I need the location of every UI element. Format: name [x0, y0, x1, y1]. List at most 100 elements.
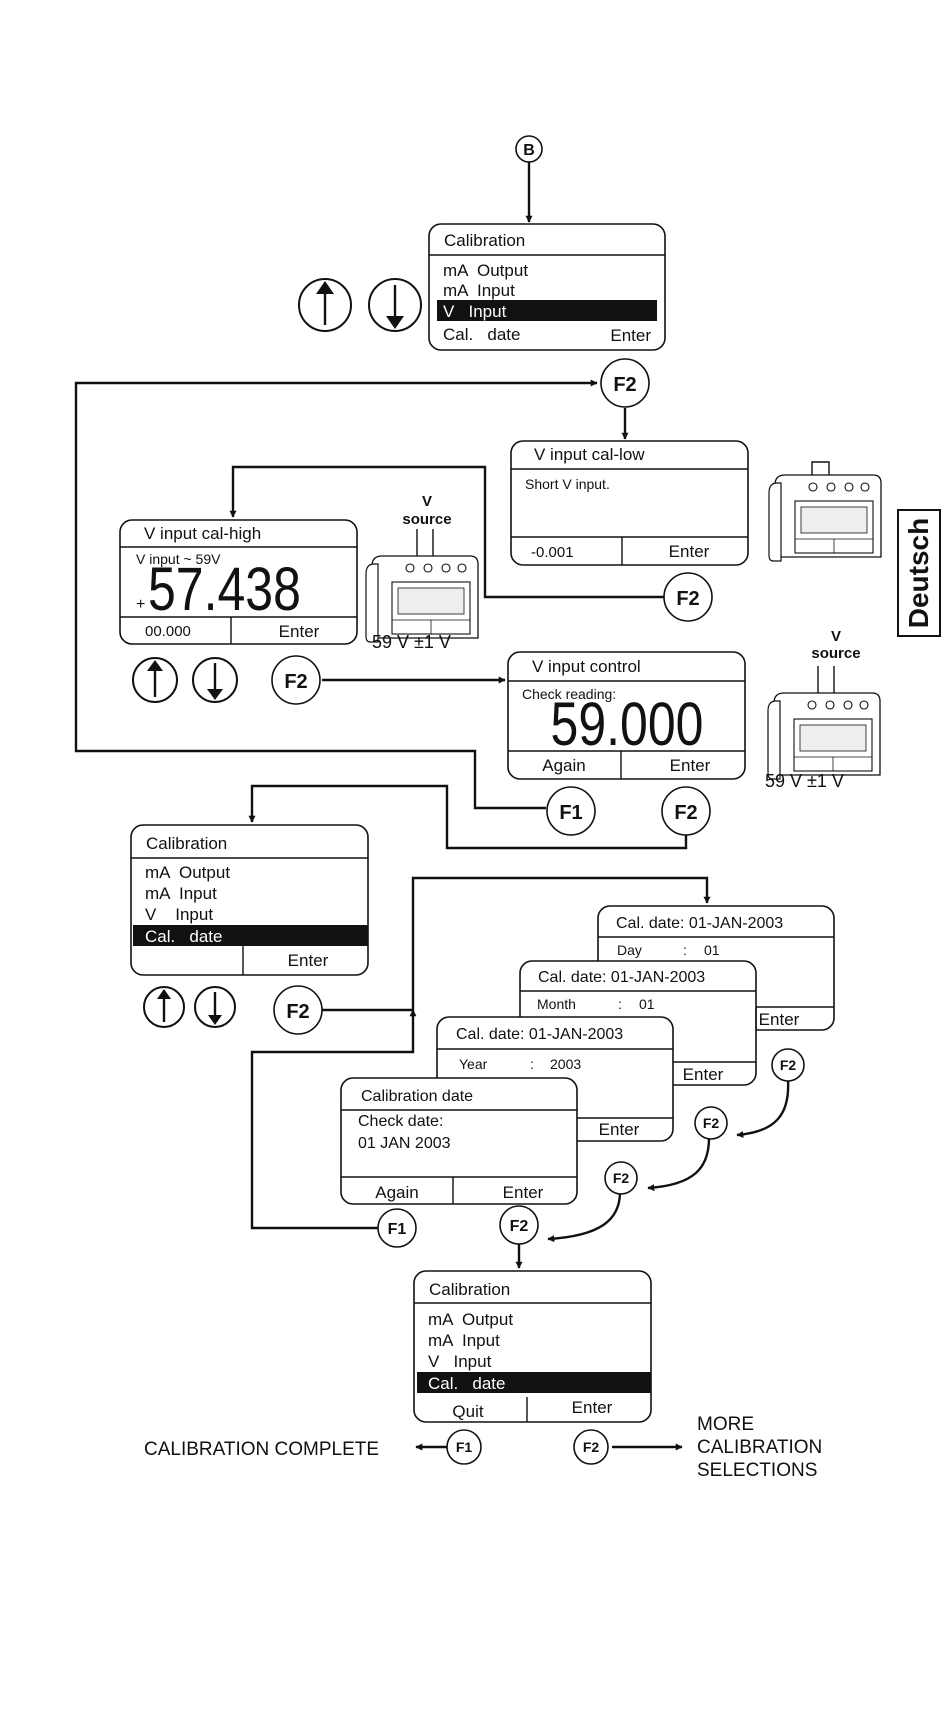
footer-enter: Enter: [503, 1183, 544, 1202]
more-selections-line-2: CALIBRATION: [697, 1437, 822, 1458]
field-label: Month: [537, 996, 576, 1012]
screen-v-input-cal-high: V input cal-high V input ~ 59V + 57.438 …: [119, 519, 358, 645]
svg-text:F1: F1: [388, 1221, 407, 1238]
language-tab-label: Deutsch: [903, 517, 934, 629]
menu-item-v-input: V Input: [428, 1352, 492, 1371]
menu-item-ma-output: mA Output: [145, 863, 230, 882]
menu-item-ma-output: mA Output: [428, 1310, 513, 1329]
screen-title: Cal. date: 01-JAN-2003: [538, 969, 705, 986]
down-key: [194, 986, 236, 1028]
up-key: [143, 986, 185, 1028]
arrow-f1-again-loop: [74, 379, 598, 810]
reading-value: 57.438: [148, 555, 301, 623]
screen-title: Calibration: [444, 231, 525, 250]
source-label: source: [402, 511, 451, 528]
f2-key: F2: [271, 655, 321, 705]
down-key: [368, 278, 422, 332]
menu-item-ma-input: mA Input: [428, 1331, 500, 1350]
up-key: [132, 657, 178, 703]
v-source-2: V source 59 V ±1 V: [765, 628, 881, 791]
screen-calibration-1: Calibration mA Output mA Input V Input C…: [428, 223, 666, 351]
screen-v-input-control: V input control Check reading: 59.000 Ag…: [507, 651, 746, 780]
f2-key: F2: [573, 1429, 609, 1465]
connector-b-label: B: [523, 142, 535, 159]
footer-enter: Enter: [683, 1065, 724, 1084]
svg-text:F2: F2: [674, 802, 697, 824]
screen-title: Cal. date: 01-JAN-2003: [616, 915, 783, 932]
source-1-leads: [416, 529, 434, 560]
source-label-v: V: [422, 493, 432, 510]
menu-item-ma-input: mA Input: [443, 281, 515, 300]
menu-item-ma-input: mA Input: [145, 884, 217, 903]
more-selections-line-3: SELECTIONS: [697, 1460, 817, 1481]
svg-text:F2: F2: [583, 1439, 600, 1455]
field-sep: :: [618, 996, 622, 1012]
source-label: source: [811, 645, 860, 662]
menu-item-cal-date-selected: Cal. date: [428, 1374, 506, 1393]
footer-quit: Quit: [452, 1402, 483, 1421]
f2-key: F2: [694, 1106, 728, 1140]
field-value: 01: [704, 942, 720, 958]
connector-b: B: [515, 135, 543, 163]
footer-enter: Enter: [610, 326, 651, 345]
menu-item-ma-output: mA Output: [443, 261, 528, 280]
screen-calibration-3: Calibration mA Output mA Input V Input C…: [413, 1270, 652, 1423]
screen-title: Calibration: [429, 1280, 510, 1299]
arrow-month-f2-to-year: [647, 1137, 711, 1192]
field-value: 2003: [550, 1056, 581, 1072]
screen-calibration-date: Calibration date Check date: 01 JAN 2003…: [340, 1077, 673, 1205]
language-tab-deutsch: Deutsch: [897, 509, 941, 637]
svg-text:F1: F1: [559, 802, 582, 824]
svg-text:F2: F2: [284, 671, 307, 693]
footer-value: -0.001: [531, 544, 574, 561]
f1-key: F1: [377, 1208, 417, 1248]
footer-enter: Enter: [759, 1010, 800, 1029]
arrow-f1-check-date-loop: [250, 1009, 417, 1230]
footer-enter: Enter: [670, 756, 711, 775]
f2-key: F2: [600, 358, 650, 408]
f1-key: F1: [446, 1429, 482, 1465]
f2-key: F2: [771, 1048, 805, 1082]
screen-title: V input cal-high: [144, 524, 261, 543]
date-value: 01 JAN 2003: [358, 1135, 451, 1152]
svg-text:F2: F2: [286, 1001, 309, 1023]
svg-text:F2: F2: [613, 1170, 630, 1186]
source-label-v: V: [831, 628, 841, 645]
flow-connectors: [74, 162, 835, 1451]
svg-text:F2: F2: [780, 1057, 797, 1073]
screen-v-input-cal-low: V input cal-low Short V input. -0.001 En…: [510, 440, 749, 566]
f1-key: F1: [546, 786, 596, 836]
menu-item-cal-date-selected: Cal. date: [145, 927, 223, 946]
screen-label: V input ~ 59V: [136, 551, 221, 567]
field-sep: :: [530, 1056, 534, 1072]
arrow-date-entry-to-day: [411, 876, 711, 1010]
screen-title: V input control: [532, 657, 641, 676]
arrow-day-f2-to-month: [736, 1079, 790, 1138]
screen-calibration-2: Calibration mA Output mA Input V Input C…: [130, 824, 369, 976]
screen-label: Check date:: [358, 1113, 443, 1130]
svg-text:F2: F2: [613, 374, 636, 396]
field-sep: :: [683, 942, 687, 958]
screen-title: Cal. date: 01-JAN-2003: [456, 1026, 623, 1043]
field-label: Day: [617, 942, 642, 958]
arrow-f2-to-calibration-menu: [248, 784, 688, 850]
svg-text:F2: F2: [510, 1218, 529, 1235]
footer-value: 00.000: [145, 623, 191, 640]
calibration-complete-label: CALIBRATION COMPLETE: [144, 1439, 379, 1460]
calibrator-device-shorted: [768, 474, 882, 562]
down-key: [192, 657, 238, 703]
footer-enter: Enter: [572, 1398, 613, 1417]
arrow-f2-to-vhigh: [229, 465, 665, 599]
f2-key: F2: [663, 572, 713, 622]
up-key: [298, 278, 352, 332]
f2-key: F2: [499, 1205, 539, 1245]
menu-item-v-input: V Input: [145, 905, 213, 924]
arrow-year-f2-to-check: [547, 1191, 622, 1243]
source-spec: 59 V ±1 V: [765, 771, 844, 791]
reading-value: 59.000: [551, 690, 704, 758]
field-value: 01: [639, 996, 655, 1012]
source-2-leads: [817, 666, 835, 696]
footer-again: Again: [375, 1183, 418, 1202]
v-source-1: V source 59 V ±1 V: [365, 493, 479, 652]
